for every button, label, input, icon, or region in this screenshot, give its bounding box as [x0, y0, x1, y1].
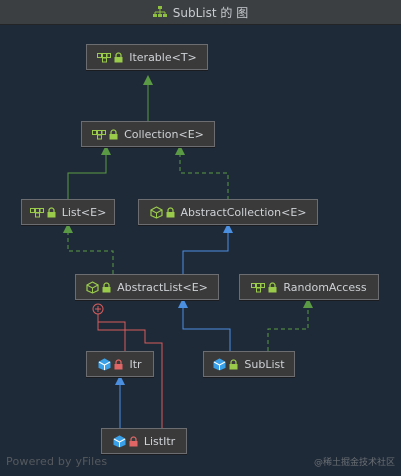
class-icon — [98, 357, 111, 371]
lock-icon — [109, 128, 118, 139]
interface-icon — [92, 130, 107, 140]
watermark-text: @稀土掘金技术社区 — [313, 458, 395, 468]
lock-icon — [114, 51, 123, 62]
edge-abstractcollection-collection — [175, 145, 229, 200]
edge-abstractlist-abstractcollection — [182, 223, 233, 274]
node-label: AbstractCollection<E> — [180, 205, 307, 219]
edge-itr-abstractlist — [97, 314, 126, 352]
node-itr[interactable]: Itr — [86, 351, 154, 377]
hierarchy-icon — [152, 6, 167, 18]
window-title: SubList 的 图 — [172, 5, 249, 20]
lock-icon — [268, 281, 277, 292]
node-label: Iterable<T> — [129, 50, 197, 64]
class-icon — [213, 357, 226, 371]
node-abstract-collection[interactable]: AbstractCollection<E> — [138, 199, 318, 225]
lock-icon — [129, 435, 138, 446]
interface-icon — [97, 53, 112, 63]
edge-sublist-randomaccess — [267, 298, 313, 351]
node-label: Collection<E> — [124, 127, 204, 141]
node-collection[interactable]: Collection<E> — [81, 121, 215, 147]
interface-icon — [29, 208, 44, 218]
node-list[interactable]: List<E> — [21, 199, 115, 225]
lock-icon — [102, 281, 111, 292]
window-title-bar: SubList 的 图 — [0, 0, 401, 25]
diagram-canvas[interactable]: Iterable<T> Collection<E> List<E> — [0, 25, 401, 476]
abstract-class-icon — [86, 280, 99, 294]
lock-icon — [229, 358, 238, 369]
node-list-itr[interactable]: ListItr — [101, 428, 187, 454]
node-abstract-list[interactable]: AbstractList<E> — [75, 274, 219, 300]
edge-listitr-abstractlist — [97, 322, 163, 453]
node-sublist[interactable]: SubList — [203, 351, 295, 377]
class-icon — [113, 434, 126, 448]
diagram-edges — [63, 75, 313, 453]
lock-icon — [114, 358, 123, 369]
lock-icon — [47, 206, 56, 217]
edge-abstractlist-list — [63, 223, 114, 274]
node-label: ListItr — [143, 434, 176, 448]
node-label: AbstractList<E> — [117, 280, 208, 294]
node-iterable[interactable]: Iterable<T> — [86, 44, 208, 70]
abstract-class-icon — [149, 205, 163, 219]
node-label: RandomAccess — [283, 280, 367, 294]
edge-list-collection — [67, 145, 111, 200]
node-random-access[interactable]: RandomAccess — [239, 274, 379, 300]
edge-sublist-abstractlist — [178, 298, 231, 351]
lock-icon — [166, 206, 175, 217]
node-label: SubList — [244, 357, 285, 371]
node-label: Itr — [129, 357, 142, 371]
interface-icon — [251, 283, 266, 293]
powered-by-text: Powered by yFiles — [6, 455, 108, 468]
node-label: List<E> — [61, 205, 107, 219]
